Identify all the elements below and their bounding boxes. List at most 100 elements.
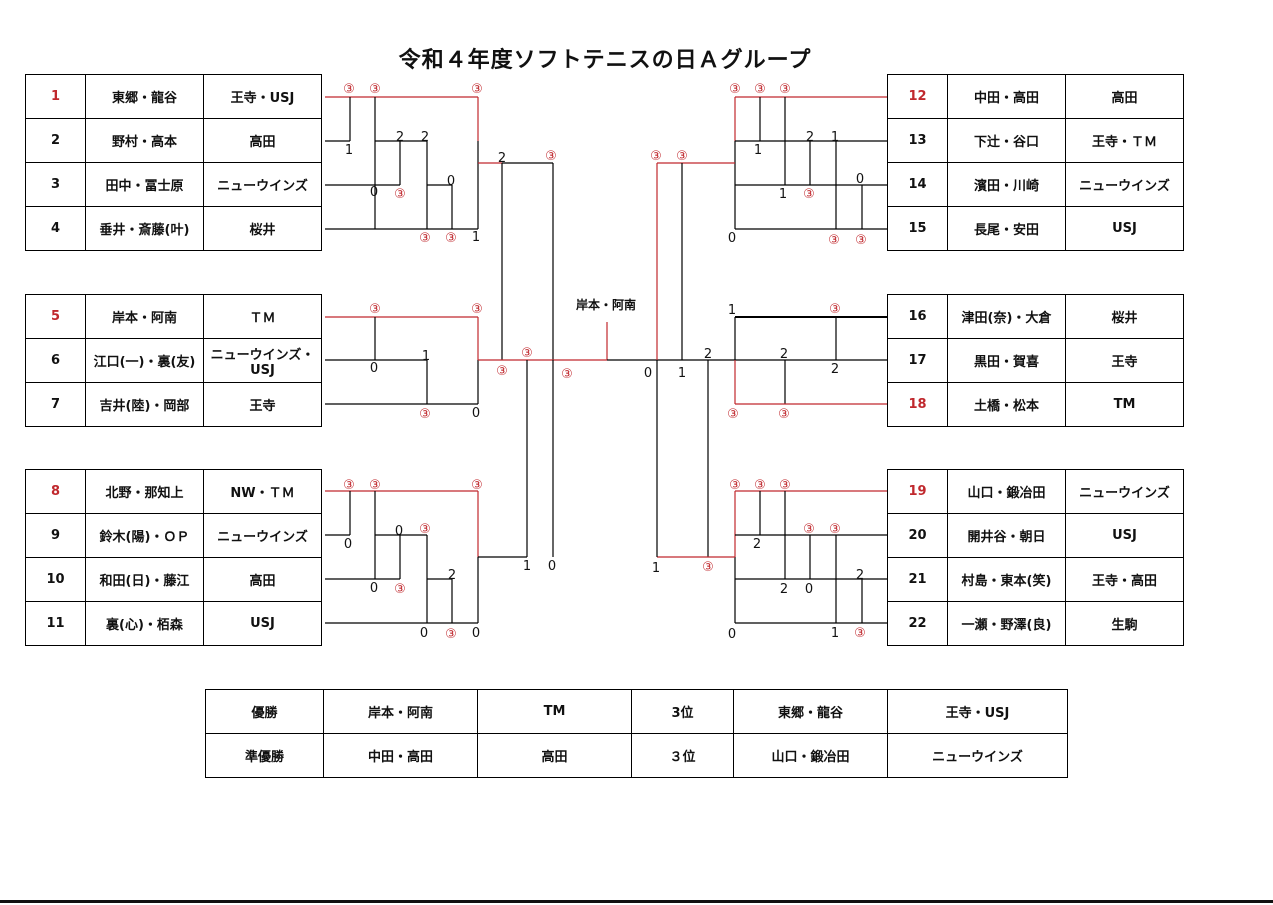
win-score-mark: ③ (471, 478, 483, 493)
win-score-mark: ③ (369, 82, 381, 97)
entry-club: ニューウインズ (1065, 469, 1184, 514)
score-mark: 1 (523, 559, 531, 574)
score-mark: 1 (728, 303, 736, 318)
entry-players: 吉井(陸)・岡部 (85, 382, 204, 427)
score-mark: 2 (780, 347, 788, 362)
win-score-mark: ③ (754, 478, 766, 493)
entry-number: 22 (887, 601, 948, 646)
entry-players: 濱田・川崎 (947, 162, 1066, 207)
result-cell: 山口・鍛冶田 (733, 733, 888, 778)
entry-number: 3 (25, 162, 86, 207)
score-mark: 1 (652, 561, 660, 576)
win-score-mark: ③ (829, 522, 841, 537)
score-mark: 2 (704, 347, 712, 362)
win-score-mark: ③ (445, 627, 457, 642)
result-cell: 3位 (631, 689, 734, 734)
score-mark: 2 (448, 568, 456, 583)
win-score-mark: ③ (394, 187, 406, 202)
result-cell: 中田・高田 (323, 733, 478, 778)
entry-number: 17 (887, 338, 948, 383)
score-mark: 0 (548, 559, 556, 574)
score-mark: 1 (345, 143, 353, 158)
entry-number: 4 (25, 206, 86, 251)
bottom-rule (0, 900, 1273, 903)
entry-number: 6 (25, 338, 86, 383)
result-cell: ３位 (631, 733, 734, 778)
result-cell: TM (477, 689, 632, 734)
win-score-mark: ③ (471, 302, 483, 317)
score-mark: 0 (370, 361, 378, 376)
entry-number: 8 (25, 469, 86, 514)
score-mark: 2 (396, 130, 404, 145)
score-mark: 1 (831, 626, 839, 641)
result-cell: 準優勝 (205, 733, 324, 778)
win-score-mark: ③ (828, 233, 840, 248)
entry-club: ニューウインズ (203, 162, 322, 207)
score-mark: 0 (370, 581, 378, 596)
entry-club: TM (1065, 382, 1184, 427)
entry-club: 高田 (203, 557, 322, 602)
entry-number: 18 (887, 382, 948, 427)
win-score-mark: ③ (803, 187, 815, 202)
score-mark: 2 (753, 537, 761, 552)
result-cell: 王寺・USJ (887, 689, 1068, 734)
entry-club: USJ (1065, 206, 1184, 251)
entry-players: 山口・鍛冶田 (947, 469, 1066, 514)
score-mark: 1 (779, 187, 787, 202)
entry-number: 21 (887, 557, 948, 602)
score-mark: 2 (421, 130, 429, 145)
entry-club: 高田 (203, 118, 322, 163)
score-mark: 2 (856, 568, 864, 583)
table-row: 準優勝 中田・高田 高田 ３位 山口・鍛冶田 ニューウインズ (205, 733, 1068, 778)
score-mark: 0 (344, 537, 352, 552)
score-mark: 1 (754, 143, 762, 158)
win-score-mark: ③ (343, 82, 355, 97)
entry-players: 東郷・龍谷 (85, 74, 204, 119)
score-mark: 0 (420, 626, 428, 641)
win-score-mark: ③ (471, 82, 483, 97)
result-cell: 優勝 (205, 689, 324, 734)
win-score-mark: ③ (394, 582, 406, 597)
score-mark: 0 (728, 627, 736, 642)
entry-club: 王寺 (1065, 338, 1184, 383)
score-mark: 1 (472, 230, 480, 245)
score-mark: 1 (831, 130, 839, 145)
win-score-mark: ③ (521, 346, 533, 361)
win-score-mark: ③ (729, 478, 741, 493)
entry-club: USJ (203, 601, 322, 646)
entry-club: USJ (1065, 513, 1184, 558)
entry-players: 裏(心)・栢森 (85, 601, 204, 646)
win-score-mark: ③ (343, 478, 355, 493)
entry-club: 高田 (1065, 74, 1184, 119)
entry-players: 津田(奈)・大倉 (947, 294, 1066, 339)
result-cell: 高田 (477, 733, 632, 778)
entry-number: 16 (887, 294, 948, 339)
score-mark: 0 (472, 406, 480, 421)
win-score-mark: ③ (545, 149, 557, 164)
entry-club: ニューウインズ (203, 513, 322, 558)
entry-number: 7 (25, 382, 86, 427)
entry-players: 土橋・松本 (947, 382, 1066, 427)
score-mark: 2 (806, 130, 814, 145)
entry-players: 一瀬・野澤(良) (947, 601, 1066, 646)
win-score-mark: ③ (419, 522, 431, 537)
win-score-mark: ③ (754, 82, 766, 97)
result-cell: 東郷・龍谷 (733, 689, 888, 734)
score-mark: 0 (856, 172, 864, 187)
win-score-mark: ③ (855, 233, 867, 248)
